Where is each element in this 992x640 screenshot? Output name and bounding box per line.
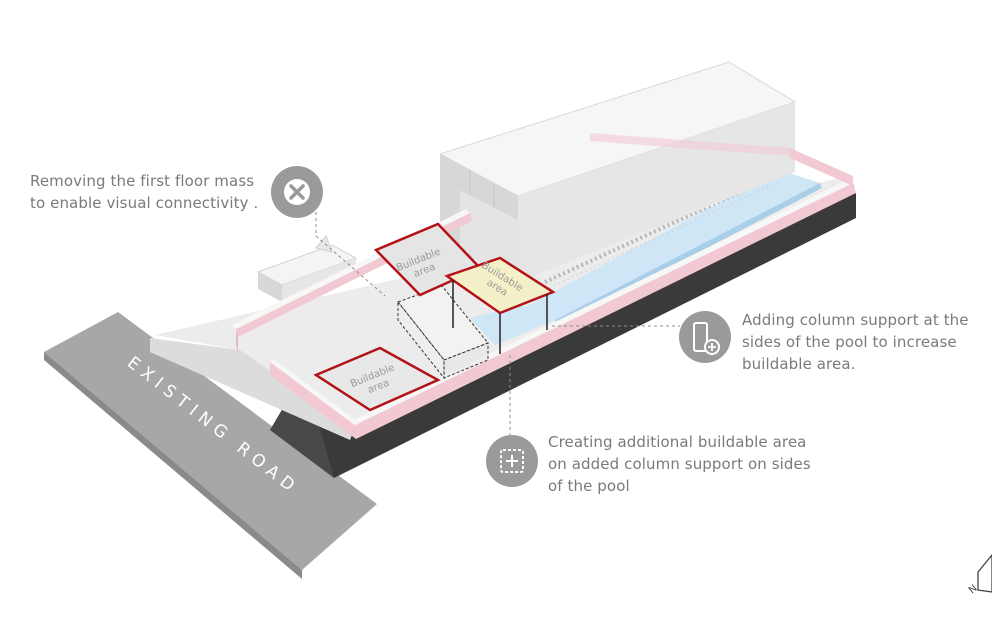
buildable-area-over-pool: Buildable area [444, 256, 556, 354]
add-area-icon [486, 435, 538, 487]
annotation-create-area: Creating additional buildable area on ad… [548, 431, 811, 497]
annotation-line: Removing the first floor mass [30, 172, 255, 190]
annotation-remove-mass: Removing the first floor mass to enable … [30, 170, 258, 214]
leader-lines [315, 212, 680, 440]
close-icon [271, 166, 323, 218]
annotation-line: Adding column support at the [742, 311, 969, 329]
annotation-line: buildable area. [742, 355, 856, 373]
annotation-line: sides of the pool to increase [742, 333, 957, 351]
annotation-line: of the pool [548, 477, 630, 495]
annex-building [256, 235, 358, 302]
annotation-line: Creating additional buildable area [548, 433, 807, 451]
annotation-column-support: Adding column support at the sides of th… [742, 309, 969, 375]
north-arrow-icon: N [967, 553, 992, 596]
annotation-line: on added column support on sides [548, 455, 811, 473]
removed-mass-outline [397, 285, 489, 380]
buildable-area-bottom: Buildable area [313, 346, 441, 412]
annotation-line: to enable visual connectivity . [30, 194, 259, 212]
column-plus-icon [679, 311, 731, 363]
